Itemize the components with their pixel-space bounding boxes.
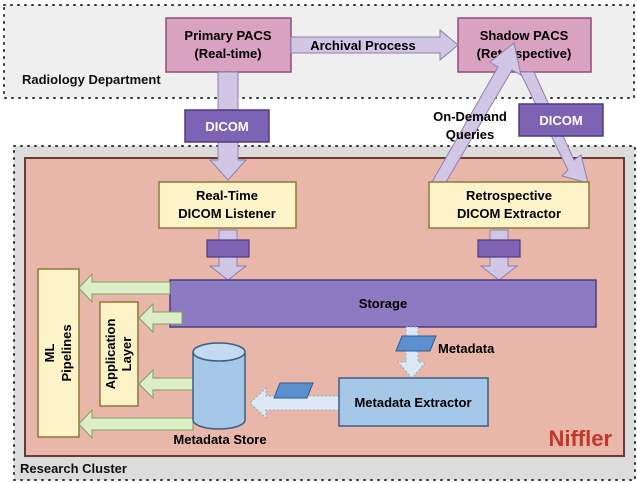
on-demand-label-line2: Queries (446, 127, 494, 142)
dicom-badge-left (184, 109, 270, 143)
research-region-border (13, 145, 636, 481)
ml-pipelines-box (37, 268, 80, 438)
primary-pacs-subtitle: (Real-time) (194, 46, 261, 61)
store-to-app-arrow (138, 368, 194, 400)
storage-bar (169, 279, 597, 328)
realtime-listener-title: Real-Time (196, 188, 258, 203)
metadata-packet-bottom (273, 382, 314, 399)
metadata-extractor-label: Metadata Extractor (354, 395, 471, 410)
listener-connector (206, 239, 250, 258)
storage-to-extractor-arrow (396, 326, 428, 379)
shadow-pacs-title: Shadow PACS (480, 28, 569, 43)
metadata-store-body (192, 352, 246, 430)
research-region-label: Research Cluster (20, 461, 127, 476)
store-to-ml-arrow (78, 408, 194, 440)
metadata-store-label: Metadata Store (173, 432, 266, 447)
extractor-to-store-arrow (249, 386, 340, 420)
metadata-store-top (192, 342, 246, 362)
on-demand-label-line1: On-Demand (433, 109, 507, 124)
primary-pacs-title: Primary PACS (184, 28, 272, 43)
application-layer-subtitle: Layer (119, 337, 134, 372)
retro-extractor-box (428, 181, 590, 229)
dicom-badge-left-label: DICOM (205, 119, 248, 134)
realtime-listener-box (158, 181, 297, 229)
storage-to-ml-arrow (78, 272, 171, 304)
metadata-packet-top (395, 335, 437, 352)
metadata-extractor-box (338, 377, 489, 427)
realtime-listener-subtitle: DICOM Listener (178, 206, 276, 221)
metadata-label: Metadata (438, 341, 495, 356)
archival-process-label: Archival Process (310, 38, 416, 53)
radiology-region-border (3, 4, 635, 99)
archival-process-arrow (290, 28, 459, 62)
retro-extractor-subtitle: DICOM Extractor (457, 206, 561, 221)
application-layer-box (99, 301, 139, 407)
extractor-connector (477, 239, 521, 258)
ml-pipelines-subtitle: Pipelines (59, 324, 74, 381)
retro-extractor-title: Retrospective (466, 188, 552, 203)
dicom-badge-right (518, 103, 604, 137)
radiology-region-label: Radiology Department (22, 72, 161, 87)
ml-pipelines-title: ML (42, 344, 57, 363)
shadow-pacs-box (457, 17, 592, 73)
shadow-pacs-subtitle: (Retrospective) (477, 46, 572, 61)
storage-to-app-arrow (138, 302, 183, 334)
dicom-badge-right-label: DICOM (539, 113, 582, 128)
primary-pacs-box (165, 17, 292, 73)
application-layer-title: Application (103, 319, 118, 390)
niffler-label: Niffler (548, 426, 612, 451)
on-demand-query-arrow (431, 42, 522, 183)
storage-label: Storage (359, 296, 407, 311)
